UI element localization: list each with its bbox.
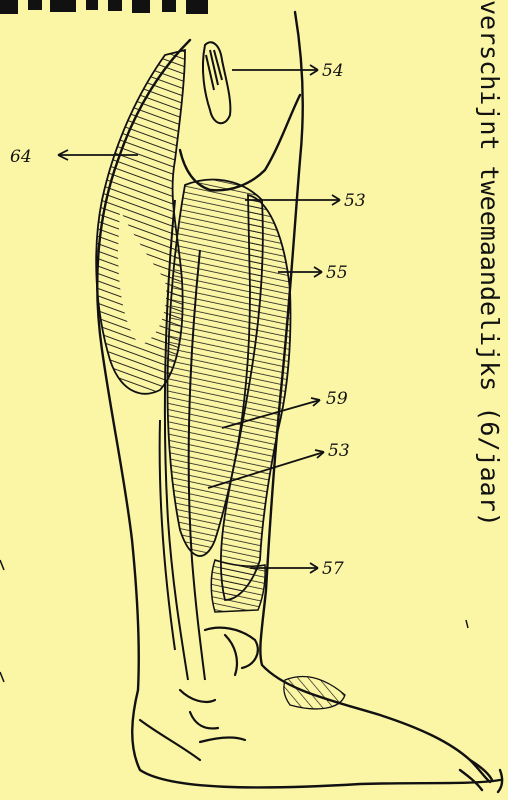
foot-extensor <box>284 676 345 708</box>
title-fragment <box>0 0 208 14</box>
label-55: 55 <box>326 263 348 283</box>
label-54: 54 <box>322 61 344 81</box>
ankle-heel <box>140 628 258 760</box>
label-57: 57 <box>322 559 344 579</box>
label-53-upper: 53 <box>344 191 366 211</box>
tendon-hatch <box>206 50 222 90</box>
label-59: 59 <box>326 389 348 409</box>
label-53-lower: 53 <box>328 441 350 461</box>
label-64: 64 <box>10 147 32 167</box>
